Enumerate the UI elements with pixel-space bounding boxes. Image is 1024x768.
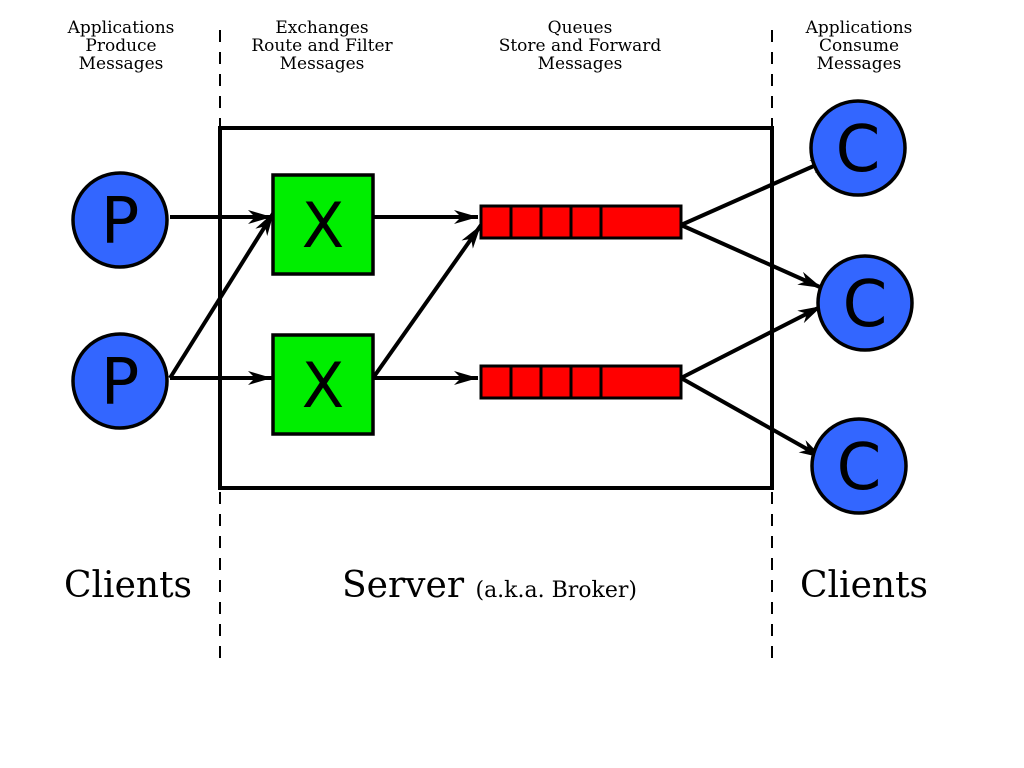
arrow-p2-x1: [168, 210, 276, 380]
consumer-circle: [809, 99, 907, 197]
header-line: Applications: [67, 18, 175, 38]
consumer-node: C: [809, 99, 907, 197]
arrows: [168, 155, 835, 460]
exchange-node: X: [271, 333, 375, 436]
producer-label: P: [101, 185, 140, 259]
server-label: Server (a.k.a. Broker): [342, 565, 637, 606]
consumer-label: C: [836, 113, 881, 187]
consumer-label: C: [843, 268, 888, 342]
header-line: Messages: [816, 54, 902, 74]
clients-left-label: Clients: [64, 565, 193, 606]
queue-body: [479, 204, 683, 240]
server-note: (a.k.a. Broker): [475, 578, 637, 603]
exchange-label: X: [302, 349, 344, 422]
header-line: Store and Forward: [498, 36, 662, 56]
header-line: Messages: [279, 54, 365, 74]
server-box: [218, 126, 774, 490]
server-name: Server: [342, 565, 465, 606]
consumer-circle: [810, 417, 908, 515]
producer-label: P: [101, 346, 140, 420]
header-line: Messages: [78, 54, 164, 74]
exchange-box: [271, 173, 375, 276]
arrow-q1-c1: [680, 155, 835, 227]
consumer-node: C: [816, 254, 914, 352]
consumer-circle: [816, 254, 914, 352]
exchange-label: X: [302, 189, 344, 262]
clients-right-label: Clients: [800, 565, 929, 606]
header-producers: Applications Produce Messages: [48, 19, 194, 73]
producer-circle: [71, 171, 169, 269]
arrow-q2-c2: [680, 304, 823, 380]
arrow-x2-q1: [371, 223, 483, 380]
header-queues: Queues Store and Forward Messages: [480, 19, 680, 73]
arrow-q2-c3: [680, 376, 824, 460]
header-line: Messages: [537, 54, 623, 74]
arrow-q1-c2: [680, 223, 823, 290]
header-consumers: Applications Consume Messages: [786, 19, 932, 73]
exchange-box: [271, 333, 375, 436]
producer-node: P: [71, 171, 169, 269]
producer-node: P: [71, 332, 169, 430]
header-exchanges: Exchanges Route and Filter Messages: [232, 19, 412, 73]
header-line: Exchanges: [275, 18, 369, 38]
producer-circle: [71, 332, 169, 430]
consumer-label: C: [837, 431, 882, 505]
header-line: Route and Filter: [251, 36, 393, 56]
queue: [479, 204, 683, 240]
exchange-node: X: [271, 173, 375, 276]
consumer-node: C: [810, 417, 908, 515]
header-line: Queues: [547, 18, 613, 38]
header-line: Consume: [818, 36, 900, 56]
header-line: Produce: [85, 36, 157, 56]
queue: [479, 364, 683, 400]
queue-body: [479, 364, 683, 400]
header-line: Applications: [805, 18, 913, 38]
